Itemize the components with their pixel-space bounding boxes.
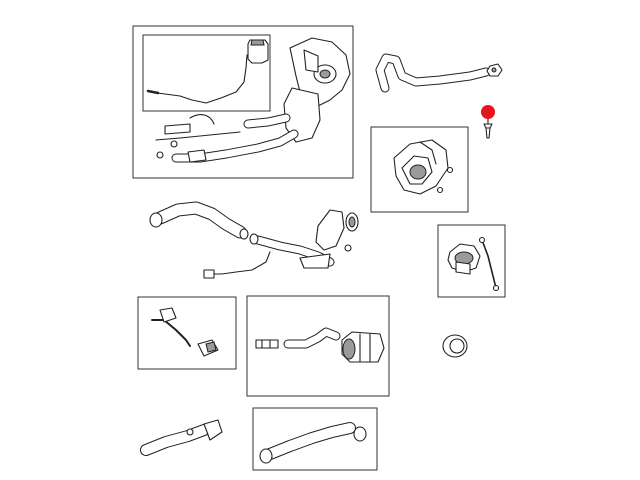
hose-clamp-right [239,228,249,240]
inset-frame [142,34,271,112]
vapor-connector-group[interactable] [137,296,237,370]
tether-strap [481,239,497,289]
clip-nut[interactable] [486,63,503,77]
wire-clip [203,269,215,279]
vent-tube[interactable] [375,53,491,93]
pushpin-shank [485,127,491,139]
float-tip [146,89,160,95]
sender-cap [250,39,265,46]
clamped-hose-inner [265,423,355,459]
short-tube-ridges [261,339,271,349]
filler-hose-inner [154,202,246,238]
group-frame [137,296,237,370]
filler-cap-tether[interactable] [437,224,506,298]
tube-end [249,233,259,245]
clip-a [156,151,164,159]
fuel-pump-sender-inset[interactable] [142,34,271,112]
hotspot-marker[interactable] [481,105,495,119]
neck-hose-inner [141,425,209,455]
filler-hose-with-clamps[interactable] [252,407,378,471]
group-frame [132,25,354,179]
connector-upper [159,307,177,323]
short-tube [255,339,279,349]
wire-loop [189,114,215,125]
connector-lower-latch [205,341,217,353]
filler-neck-ring[interactable] [442,334,468,358]
hose-clamp-left [149,212,163,228]
canister-bands [359,333,371,363]
group-frame [437,224,506,298]
vapor-line [151,319,191,347]
housing-rib [419,141,437,165]
module-lower-body [283,87,321,143]
neck-hose-clip [186,428,194,436]
housing-opening-inner [409,164,427,180]
hose-clamp-a [259,448,273,464]
group-frame [370,126,469,213]
cap-thread [455,261,471,275]
float-arm-rod [149,54,248,104]
hose-clamp-b [353,426,367,442]
fuel-tank-module-assembly[interactable] [132,25,354,179]
ring-inner [449,338,465,354]
neck-hose-fitting [203,419,223,441]
tether-ring-bottom [492,284,500,292]
vent-tube-inner [376,54,490,92]
canister-end [342,338,356,360]
filler-neck-head [315,209,345,251]
sender-unit-body [247,39,269,64]
vapor-canister-group[interactable] [246,295,390,397]
small-hose-segment [164,123,191,135]
thin-line [155,131,241,141]
filler-neck-mouth-inner [348,216,356,228]
fuel-filler-housing[interactable] [370,126,469,213]
group-frame [252,407,378,471]
mount-bracket [299,253,331,269]
pushpin-fastener[interactable] [481,105,495,139]
quick-connector [187,149,207,163]
pushpin-head [483,123,493,129]
tether-ring-top [478,236,486,244]
mount-bolt [344,244,352,252]
clip-nut-hole [491,67,497,73]
module-bracket [303,49,319,73]
canister-hose-inner [284,328,340,348]
filler-neck-hose[interactable] [140,419,223,456]
vent-wire [211,251,271,275]
housing-screw-a [446,166,454,174]
group-frame [246,295,390,397]
upper-vent-line-inner [244,114,290,128]
filler-tube-assembly[interactable] [149,201,359,279]
clip-b [170,140,178,148]
module-port-inner [319,69,331,79]
housing-screw-b [436,186,444,194]
